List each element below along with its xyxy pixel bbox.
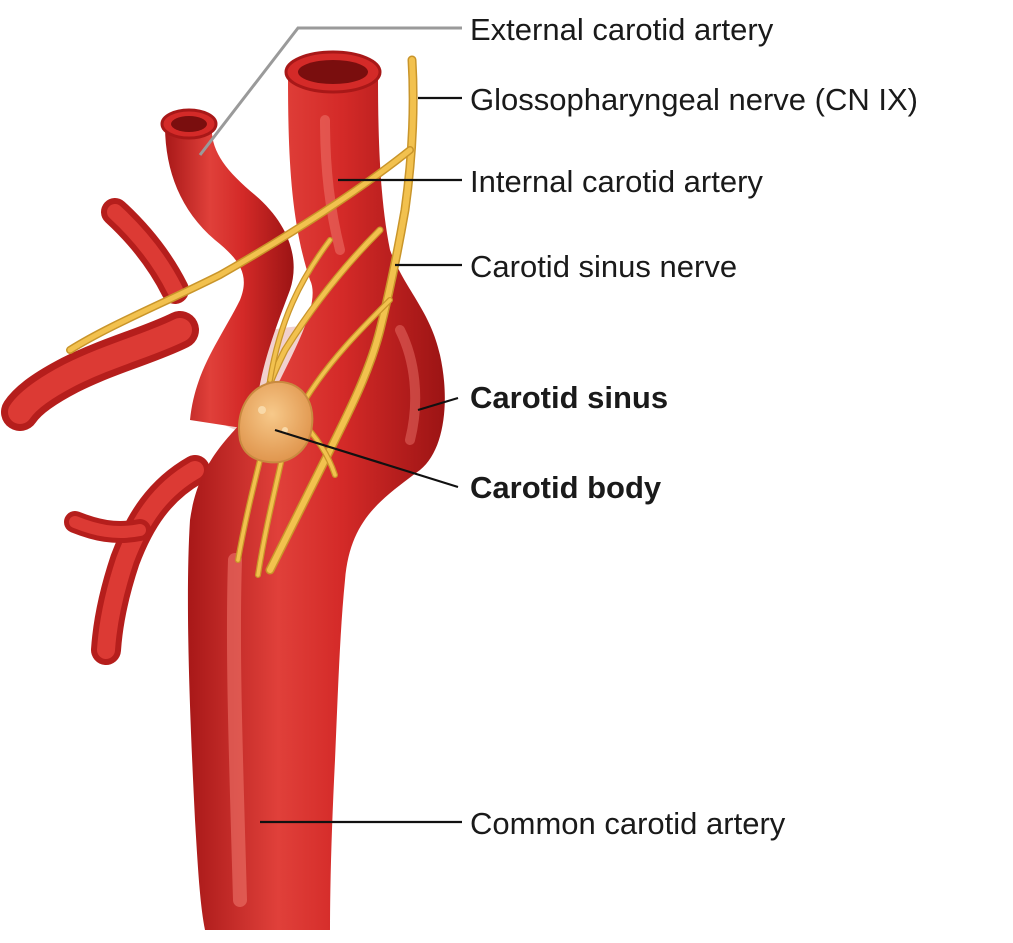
label-external-carotid-artery: External carotid artery bbox=[470, 12, 774, 47]
label-glossopharyngeal-nerve: Glossopharyngeal nerve (CN IX) bbox=[470, 82, 918, 117]
carotid-body bbox=[239, 382, 312, 463]
label-carotid-body: Carotid body bbox=[470, 470, 662, 505]
upper-left-branch bbox=[20, 212, 180, 412]
label-carotid-sinus: Carotid sinus bbox=[470, 380, 668, 415]
label-common-carotid-artery: Common carotid artery bbox=[470, 806, 786, 841]
label-carotid-sinus-nerve: Carotid sinus nerve bbox=[470, 249, 737, 284]
label-internal-carotid-artery: Internal carotid artery bbox=[470, 164, 763, 199]
lower-left-branch bbox=[75, 470, 195, 650]
